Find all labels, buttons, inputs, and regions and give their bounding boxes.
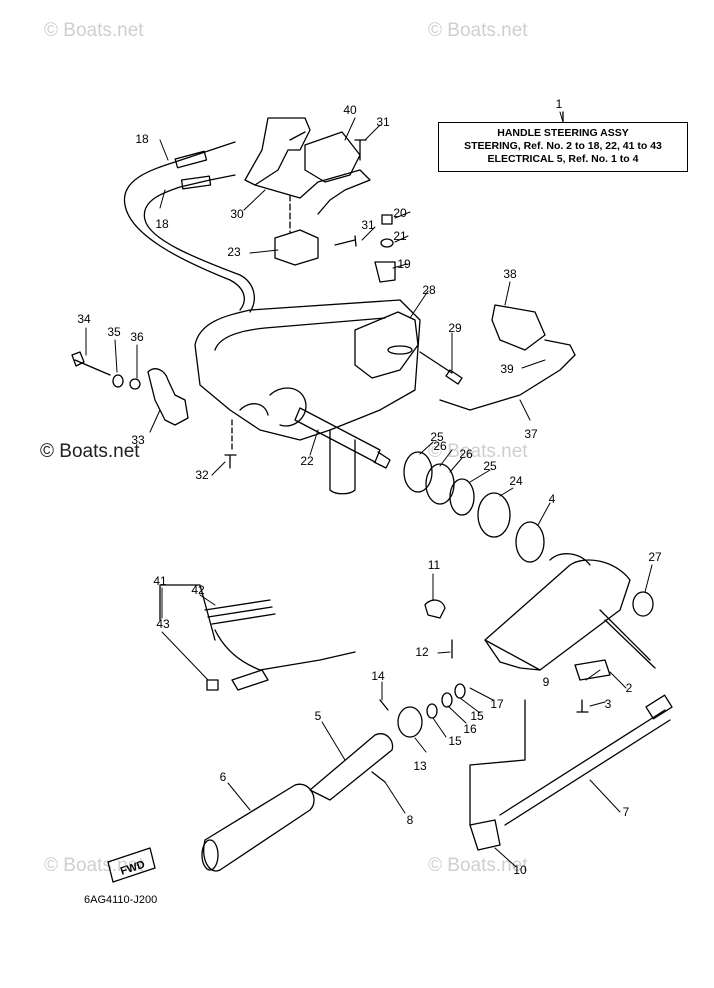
cover-plate — [304, 131, 361, 183]
callout-15: 15 — [470, 709, 484, 723]
throttle-cables — [123, 141, 255, 313]
callout-34: 34 — [77, 312, 91, 326]
callout-17: 17 — [490, 697, 504, 711]
callout-25: 25 — [430, 430, 444, 444]
fwd-arrow-outline — [107, 847, 156, 883]
throttle-tube — [309, 733, 394, 801]
callout-12: 12 — [415, 645, 429, 659]
callout-27: 27 — [648, 550, 662, 564]
callout-28: 28 — [422, 283, 436, 297]
callout-22: 22 — [300, 454, 314, 468]
callout-1: 1 — [556, 97, 563, 111]
watermark-bottom-left: © Boats.net — [44, 855, 144, 876]
callout-7: 7 — [623, 805, 630, 819]
legend-line-2: ELECTRICAL 5, Ref. No. 1 to 4 — [487, 153, 639, 165]
callout-19: 19 — [397, 257, 411, 271]
callout-5: 5 — [315, 709, 322, 723]
callout-40: 40 — [343, 103, 357, 117]
callout-39: 39 — [500, 362, 514, 376]
control-rod — [499, 709, 671, 826]
callout-9: 9 — [543, 675, 550, 689]
legend-line-1: STEERING, Ref. No. 2 to 18, 22, 41 to 43 — [464, 140, 662, 152]
callout-4: 4 — [549, 492, 556, 506]
watermark-middle-center: © Boats.net — [428, 441, 528, 462]
callout-15: 15 — [448, 734, 462, 748]
callout-24: 24 — [509, 474, 523, 488]
callout-14: 14 — [371, 669, 385, 683]
callout-42: 42 — [191, 583, 205, 597]
callout-38: 38 — [503, 267, 517, 281]
clamp-block — [274, 229, 319, 266]
callout-numbers: 1234567891011121314151516171818192021222… — [77, 97, 662, 877]
side-cover — [354, 311, 419, 379]
callout-35: 35 — [107, 325, 121, 339]
callout-2: 2 — [626, 681, 633, 695]
watermark-bottom-right: © Boats.net — [428, 855, 528, 876]
callout-10: 10 — [513, 863, 527, 877]
callout-6: 6 — [220, 770, 227, 784]
callout-25: 25 — [483, 459, 497, 473]
tiller-handle — [484, 553, 656, 671]
stop-switch — [491, 304, 546, 351]
callout-31: 31 — [376, 115, 390, 129]
diagram-code: 6AG4110-J200 — [84, 894, 158, 906]
callout-3: 3 — [605, 697, 612, 711]
callout-32: 32 — [195, 468, 209, 482]
callout-41: 41 — [153, 574, 167, 588]
steering-bracket-body — [194, 299, 421, 495]
callout-33: 33 — [131, 433, 145, 447]
callout-11: 11 — [428, 558, 441, 572]
watermark-top-left: © Boats.net — [44, 20, 144, 41]
callout-18: 18 — [155, 217, 169, 231]
callout-13: 13 — [413, 759, 427, 773]
lanyard-cord — [204, 599, 356, 691]
callout-23: 23 — [227, 245, 241, 259]
watermark-top-right: © Boats.net — [428, 20, 528, 41]
callout-18: 18 — [135, 132, 149, 146]
upper-bracket — [244, 117, 371, 215]
callout-37: 37 — [524, 427, 538, 441]
watermark-middle-left: © Boats.net — [40, 441, 140, 462]
throttle-grip — [203, 783, 315, 872]
callout-16: 16 — [463, 722, 477, 736]
callout-43: 43 — [156, 617, 170, 631]
callout-30: 30 — [230, 207, 244, 221]
callout-8: 8 — [407, 813, 414, 827]
callout-20: 20 — [393, 206, 407, 220]
callout-26: 26 — [459, 447, 473, 461]
callout-36: 36 — [130, 330, 144, 344]
callout-21: 21 — [393, 229, 407, 243]
callout-31: 31 — [361, 218, 375, 232]
callout-26: 26 — [433, 439, 447, 453]
legend-title: HANDLE STEERING ASSY — [497, 127, 629, 139]
callout-29: 29 — [448, 321, 462, 335]
